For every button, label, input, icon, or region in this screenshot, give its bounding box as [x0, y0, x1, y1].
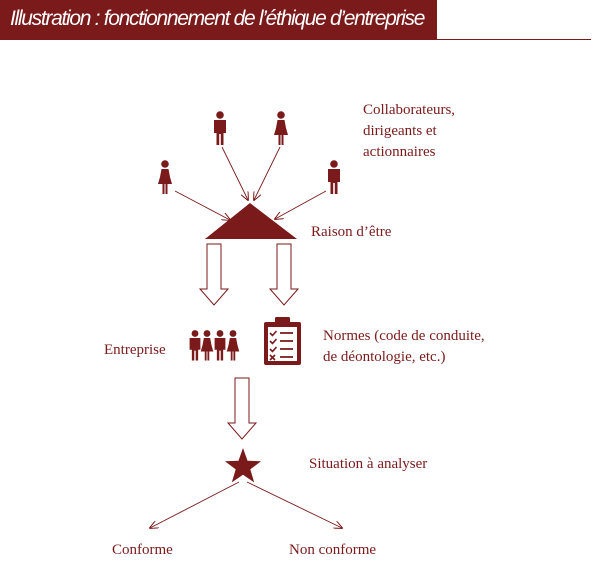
- header-rule: [437, 39, 591, 40]
- page-title: Illustration : fonctionnement de l’éthiq…: [10, 7, 425, 30]
- stakeholders-line-3: actionnaires: [363, 144, 436, 160]
- converging-arrows: [174, 146, 327, 220]
- purpose-label: Raison d’être: [311, 224, 392, 240]
- triangle-icon: [205, 203, 297, 239]
- situation-label: Situation à analyser: [309, 456, 428, 472]
- star-icon: [225, 448, 261, 483]
- woman-icon: [274, 111, 288, 145]
- block-arrow-down-left: [198, 243, 230, 306]
- compliant-label: Conforme: [112, 542, 173, 558]
- group-of-people-icon: [189, 330, 240, 361]
- stakeholders-line-1: Collaborateurs,: [363, 102, 456, 118]
- man-icon: [214, 111, 226, 145]
- norms-label: Normes (code de conduite, de déontologie…: [323, 326, 485, 368]
- stakeholders-line-2: dirigeants et: [363, 123, 437, 139]
- norms-line-1: Normes (code de conduite,: [323, 328, 485, 344]
- clipboard-checklist-icon: [264, 317, 301, 365]
- non-compliant-label: Non conforme: [289, 542, 377, 558]
- man-icon: [328, 160, 340, 194]
- block-arrow-down-center: [226, 377, 258, 440]
- header-bar: Illustration : fonctionnement de l’éthiq…: [0, 0, 437, 40]
- diverging-arrows: [150, 481, 342, 528]
- company-label: Entreprise: [104, 342, 166, 358]
- stakeholders-label: Collaborateurs, dirigeants et actionnair…: [363, 100, 455, 163]
- block-arrow-down-right: [268, 243, 300, 306]
- woman-icon: [158, 160, 172, 194]
- norms-line-2: de déontologie, etc.): [323, 349, 446, 365]
